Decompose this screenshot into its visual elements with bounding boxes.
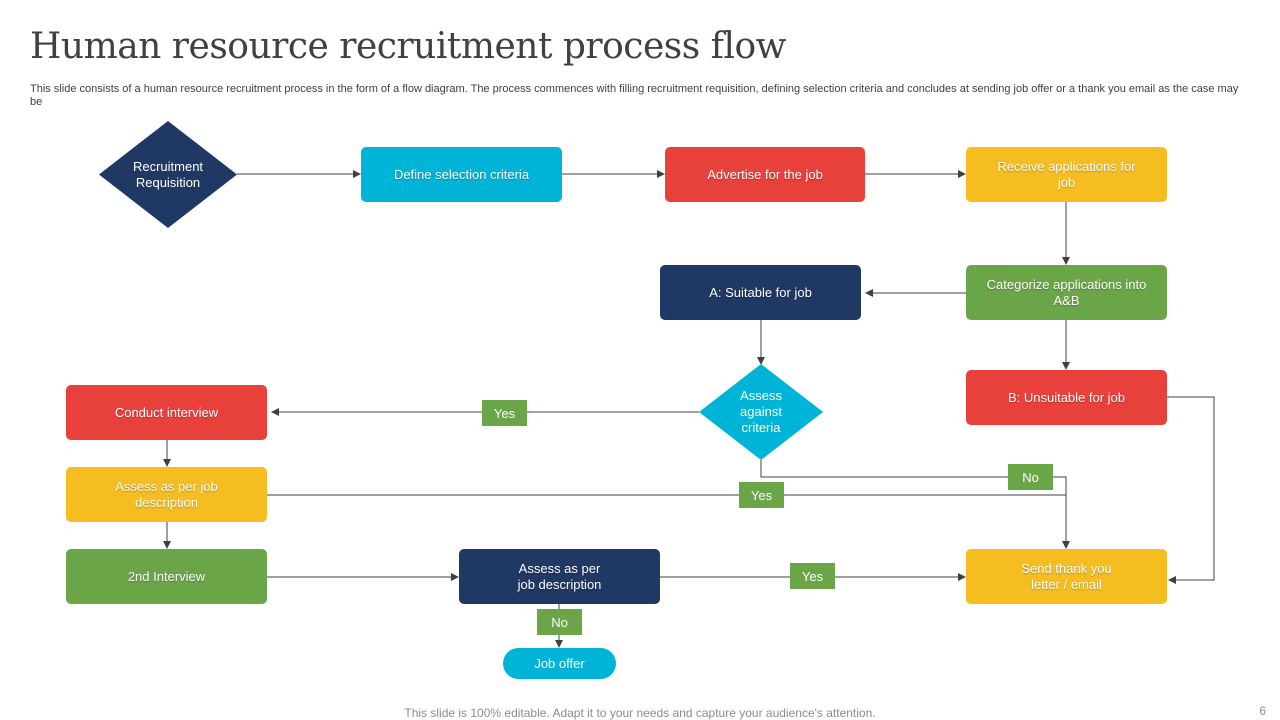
arrow-assess-to-thankyou — [760, 460, 1070, 549]
label-yes: Yes — [739, 482, 784, 508]
node-send-thank-you: Send thank you letter / email — [966, 549, 1167, 604]
label-yes: Yes — [482, 400, 527, 426]
node-assess-against-criteria: Assess against criteria — [699, 364, 823, 460]
node-assess-job-description-1: Assess as per job description — [66, 467, 267, 522]
page-title: Human resource recruitment process flow — [30, 26, 786, 67]
diamond-shape — [699, 364, 823, 460]
node-unsuitable: B: Unsuitable for job — [966, 370, 1167, 425]
node-receive-applications: Receive applications for job — [966, 147, 1167, 202]
diamond-shape — [99, 121, 237, 228]
label-no: No — [537, 609, 582, 635]
node-recruitment-requisition: Recruitment Requisition — [99, 121, 237, 228]
node-suitable: A: Suitable for job — [660, 265, 861, 320]
node-categorize-applications: Categorize applications into A&B — [966, 265, 1167, 320]
label-no: No — [1008, 464, 1053, 490]
node-job-offer: Job offer — [503, 648, 616, 679]
page-subtitle: This slide consists of a human resource … — [30, 83, 1239, 108]
node-assess-job-description-2: Assess as per job description — [459, 549, 660, 604]
node-advertise-job: Advertise for the job — [665, 147, 865, 202]
node-second-interview: 2nd Interview — [66, 549, 267, 604]
node-label: Recruitment Requisition — [132, 158, 204, 190]
arrow-unsuitable-to-thankyou — [1167, 396, 1215, 584]
node-conduct-interview: Conduct interview — [66, 385, 267, 440]
node-define-selection-criteria: Define selection criteria — [361, 147, 562, 202]
label-yes: Yes — [790, 563, 835, 589]
node-label: Assess against criteria — [740, 388, 782, 435]
footer-note: This slide is 100% editable. Adapt it to… — [404, 706, 876, 720]
page-number: 6 — [1259, 704, 1266, 718]
